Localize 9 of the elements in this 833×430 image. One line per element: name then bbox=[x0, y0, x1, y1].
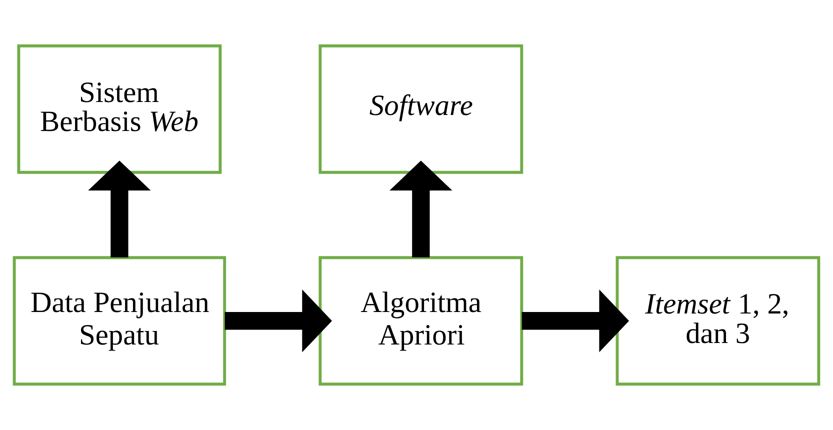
arrow bbox=[224, 290, 332, 352]
node-box: Sistem Berbasis Web bbox=[17, 44, 222, 174]
node-box: Software bbox=[318, 44, 524, 174]
arrow bbox=[390, 160, 452, 258]
node-box: Itemset 1, 2, dan 3 bbox=[616, 256, 820, 386]
arrow bbox=[88, 160, 151, 258]
node-box: Data Penjualan Sepatu bbox=[12, 256, 226, 386]
arrow bbox=[522, 290, 630, 352]
node-box: Algoritma Apriori bbox=[318, 256, 524, 386]
